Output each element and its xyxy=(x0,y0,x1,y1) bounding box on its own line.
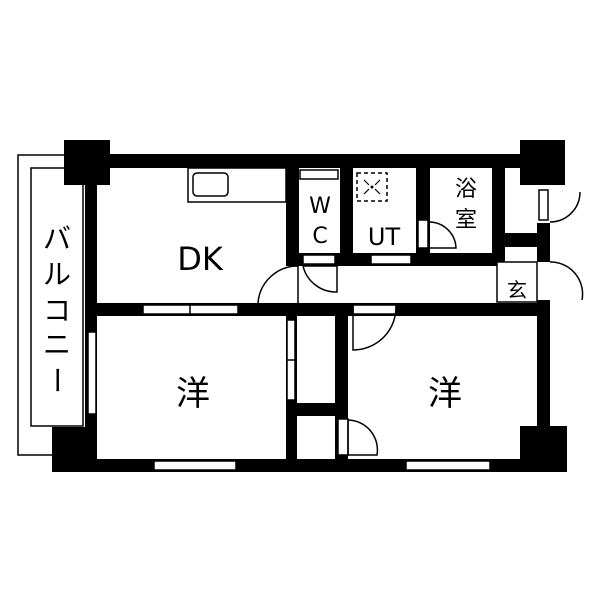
walls xyxy=(52,140,567,472)
balcony-char: ニ xyxy=(43,328,71,361)
room-label-bath-1: 浴 xyxy=(455,177,477,202)
window xyxy=(153,460,237,471)
door-swings xyxy=(257,191,584,456)
window xyxy=(405,460,491,471)
room-label-western-right: 洋 xyxy=(428,374,462,414)
balcony-char: ー xyxy=(40,366,73,394)
kitchen-counter xyxy=(187,167,287,203)
dk-door xyxy=(257,265,299,304)
balcony-char: ル xyxy=(43,258,71,291)
balcony-char: コ xyxy=(43,294,71,327)
washer-drain-icon xyxy=(363,179,381,195)
room-label-wc-2: C xyxy=(312,224,327,249)
room-label-entrance: 玄 xyxy=(507,278,527,302)
window xyxy=(87,331,97,415)
room-label-bath-2: 室 xyxy=(455,208,477,233)
sink-icon xyxy=(192,172,229,197)
openings xyxy=(87,169,549,471)
balcony-char: バ xyxy=(43,222,71,255)
washer-space-icon xyxy=(356,172,388,202)
room-label-ut: UT xyxy=(368,223,401,251)
room-label-western-left: 洋 xyxy=(176,374,210,414)
door-frame xyxy=(352,304,397,315)
room-label-wc-1: W xyxy=(309,194,331,219)
entrance-box xyxy=(496,261,538,303)
room-label-dk: DK xyxy=(177,240,224,278)
room-label-balcony: バ ル コ ニ ー xyxy=(40,222,73,394)
